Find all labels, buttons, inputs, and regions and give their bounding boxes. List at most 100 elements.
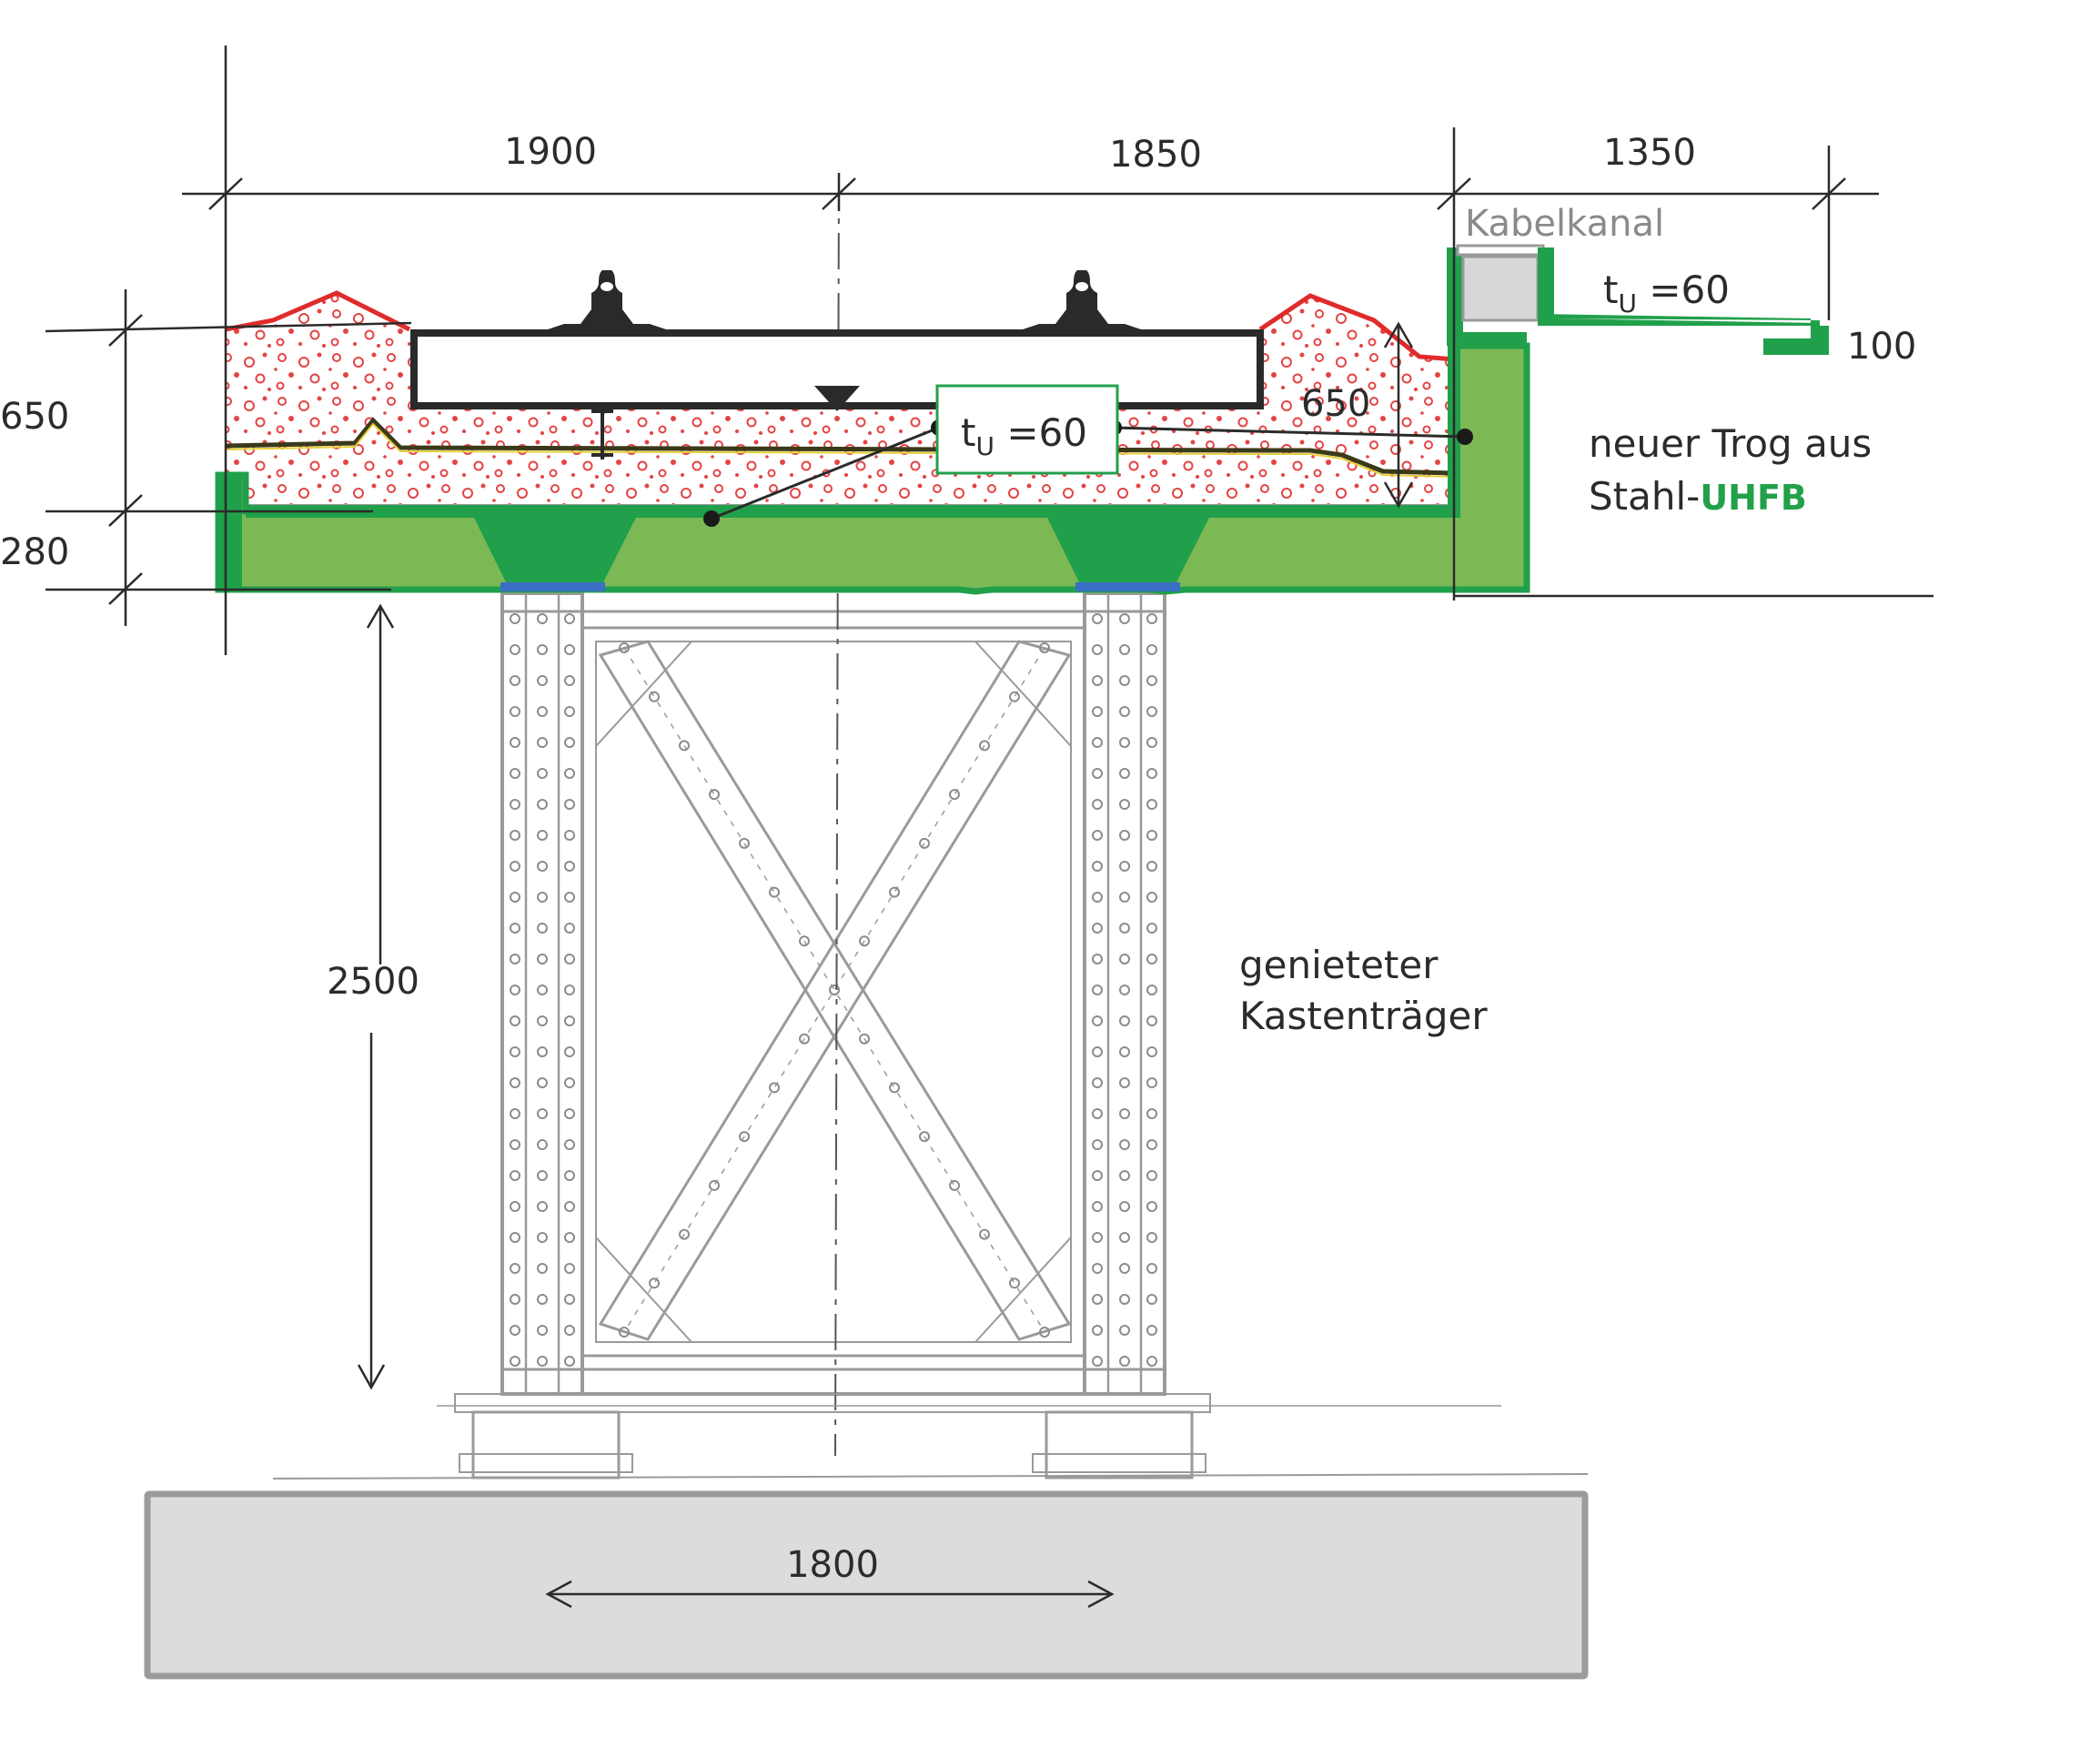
rivet	[537, 768, 548, 779]
rivet-pattern	[510, 613, 1157, 1367]
rivet	[510, 1108, 520, 1119]
dim-top-right: 1350	[1603, 132, 1696, 174]
rivet	[1092, 768, 1103, 779]
dimension-lines	[45, 45, 1879, 1609]
rivet	[1146, 1325, 1157, 1336]
rivet	[564, 644, 575, 655]
rivet	[1092, 799, 1103, 810]
riveted-box-girder	[437, 172, 1501, 1479]
dim-cantilever-end: 100	[1847, 326, 1916, 368]
rivet	[537, 954, 548, 964]
rivet	[1092, 830, 1103, 841]
rivet	[1119, 985, 1130, 995]
rivet	[1119, 1356, 1130, 1367]
rivet	[649, 1277, 660, 1289]
rivet	[829, 985, 840, 995]
bearing-right	[1075, 582, 1180, 591]
ballast-profile-left	[225, 290, 411, 332]
rivet	[564, 1077, 575, 1088]
dim-left-lower: 280	[0, 531, 69, 573]
rivet	[537, 1294, 548, 1305]
rivet	[537, 1108, 548, 1119]
rivet	[1092, 923, 1103, 934]
rivet	[510, 1170, 520, 1181]
rivet	[510, 737, 520, 748]
rivet	[919, 1131, 930, 1143]
rivet	[619, 1327, 630, 1338]
rivet	[1146, 1139, 1157, 1150]
rivet	[1119, 923, 1130, 934]
rivet	[537, 675, 548, 686]
rivet	[1146, 768, 1157, 779]
rivet	[1039, 1327, 1050, 1338]
rivet	[564, 1263, 575, 1274]
trough-haunch-right	[1046, 516, 1210, 584]
rivet	[1092, 1325, 1103, 1336]
rivet	[1146, 1170, 1157, 1181]
rivet	[564, 1232, 575, 1243]
rivet	[1146, 1108, 1157, 1119]
rivet	[537, 830, 548, 841]
rivet	[1119, 861, 1130, 872]
rivet	[537, 892, 548, 903]
rivet	[564, 1015, 575, 1026]
rivet	[1119, 892, 1130, 903]
rivet	[510, 1139, 520, 1150]
rivet	[1119, 1201, 1130, 1212]
rivet	[1092, 1077, 1103, 1088]
rivet	[510, 1325, 520, 1336]
rivet	[1092, 1015, 1103, 1026]
rivet	[979, 1228, 990, 1240]
rivet	[1146, 861, 1157, 872]
rivet	[537, 1325, 548, 1336]
rivet	[1119, 1139, 1130, 1150]
rivet	[1092, 861, 1103, 872]
foundation-block	[144, 1490, 1589, 1680]
rivet	[537, 737, 548, 748]
rivet	[1092, 1294, 1103, 1305]
rivet	[564, 768, 575, 779]
rivet	[1092, 1232, 1103, 1243]
rivet	[1092, 644, 1103, 655]
trough-label-line2: Stahl-UHFB	[1589, 474, 1807, 519]
rivet	[979, 740, 990, 752]
rivet	[619, 642, 630, 653]
rivet	[889, 1082, 900, 1094]
rivet	[1092, 1356, 1103, 1367]
rivet	[537, 1015, 548, 1026]
rivet	[537, 706, 548, 717]
track-axis-marker	[814, 386, 860, 411]
rivet	[564, 613, 575, 624]
rivet	[564, 861, 575, 872]
rivet	[1039, 642, 1050, 653]
rivet	[1092, 706, 1103, 717]
dim-left-upper: 650	[0, 396, 69, 438]
rivet	[1146, 923, 1157, 934]
rivet	[537, 985, 548, 995]
rivet	[1119, 954, 1130, 964]
rail-left	[537, 270, 677, 333]
rivet	[1146, 985, 1157, 995]
rivet	[1146, 1232, 1157, 1243]
rivet	[739, 1131, 750, 1143]
rivet	[564, 1294, 575, 1305]
rivet	[1092, 1170, 1103, 1181]
rivet	[510, 1232, 520, 1243]
rivet	[537, 1232, 548, 1243]
rivet	[510, 985, 520, 995]
rivet	[510, 644, 520, 655]
rivet	[1092, 1046, 1103, 1057]
rivet	[1092, 675, 1103, 686]
rivet	[510, 1294, 520, 1305]
rivet	[1146, 799, 1157, 810]
rivet	[510, 1201, 520, 1212]
rivet	[564, 1170, 575, 1181]
rivet	[537, 861, 548, 872]
rivet	[1119, 1170, 1130, 1181]
rivet	[564, 675, 575, 686]
rail-right	[1012, 270, 1152, 333]
rivet	[1119, 737, 1130, 748]
rivet	[564, 799, 575, 810]
rivet	[537, 1356, 548, 1367]
